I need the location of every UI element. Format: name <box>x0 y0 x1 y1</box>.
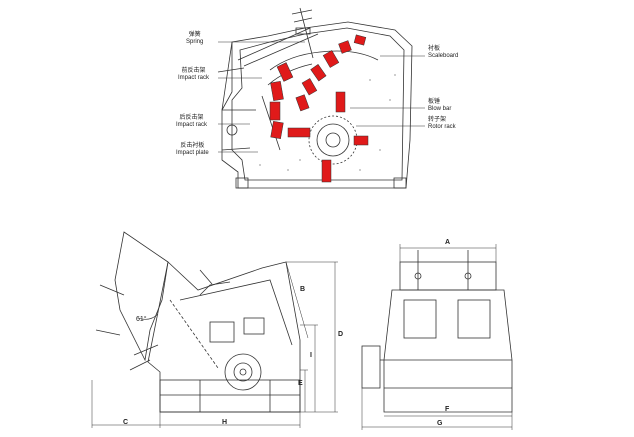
label-rear-rack: 后反击架 Impact rack <box>176 115 207 129</box>
front-body <box>383 289 513 413</box>
side-housing <box>147 261 301 413</box>
side-base <box>159 379 301 413</box>
rotor <box>316 123 350 157</box>
label-front-rack: 前反击架 Impact rack <box>178 68 209 82</box>
label-impact-plate-zh: 反击衬板 <box>180 143 205 149</box>
label-blow-bar: 板锤 Blow bar <box>428 99 451 113</box>
blow-bar-top <box>335 91 346 113</box>
dim-d: D <box>338 331 344 338</box>
label-impact-plate-en: Impact plate <box>176 150 209 156</box>
dim-g: G <box>437 420 443 427</box>
dim-b: B <box>300 286 306 293</box>
dim-c: C <box>123 419 129 426</box>
housing-texture <box>259 74 396 171</box>
label-spring-zh: 弹簧 <box>188 32 201 38</box>
label-rotor-rack-zh: 转子架 <box>428 117 447 123</box>
label-scaleboard-zh: 衬板 <box>428 46 441 52</box>
label-spring: 弹簧 Spring <box>186 32 203 46</box>
front-view <box>361 244 513 430</box>
label-impact-plate: 反击衬板 Impact plate <box>176 143 209 157</box>
label-rear-rack-en: Impact rack <box>176 122 208 128</box>
pulley <box>361 345 381 389</box>
label-scaleboard-en: Scaleboard <box>428 53 459 59</box>
cross-section <box>217 7 425 189</box>
label-spring-en: Spring <box>186 39 204 45</box>
dimension-lines <box>91 261 338 428</box>
dim-f: F <box>445 406 450 413</box>
blow-bar-left <box>287 127 311 138</box>
angle-label: 61° <box>136 316 147 323</box>
label-front-rack-zh: 前反击架 <box>181 68 206 74</box>
dim-a: A <box>445 239 451 246</box>
front-impact-arc <box>269 50 379 71</box>
blow-bar-right <box>353 135 369 146</box>
side-rotor <box>224 353 262 391</box>
dim-e: E <box>298 380 303 387</box>
side-view <box>91 231 338 428</box>
blow-bar-bottom <box>321 159 332 183</box>
label-rotor-rack: 转子架 Rotor rack <box>428 117 456 131</box>
label-scaleboard: 衬板 Scaleboard <box>428 46 458 60</box>
feed-inlet <box>221 27 319 111</box>
label-rotor-rack-en: Rotor rack <box>428 124 456 130</box>
label-front-rack-en: Impact rack <box>178 75 210 81</box>
feed-chute <box>114 231 169 362</box>
dim-h: H <box>222 419 228 426</box>
dim-i: I <box>310 352 312 359</box>
spring-rod <box>299 7 314 59</box>
front-upper-frame <box>399 261 497 291</box>
label-rear-rack-zh: 后反击架 <box>179 115 204 121</box>
red-liners <box>269 34 369 183</box>
impact-plate-segment <box>276 62 294 82</box>
housing-outline <box>221 21 413 189</box>
label-blow-bar-zh: 板锤 <box>428 99 441 105</box>
scaleboard-segment <box>353 34 367 46</box>
label-blow-bar-en: Blow bar <box>428 106 452 112</box>
